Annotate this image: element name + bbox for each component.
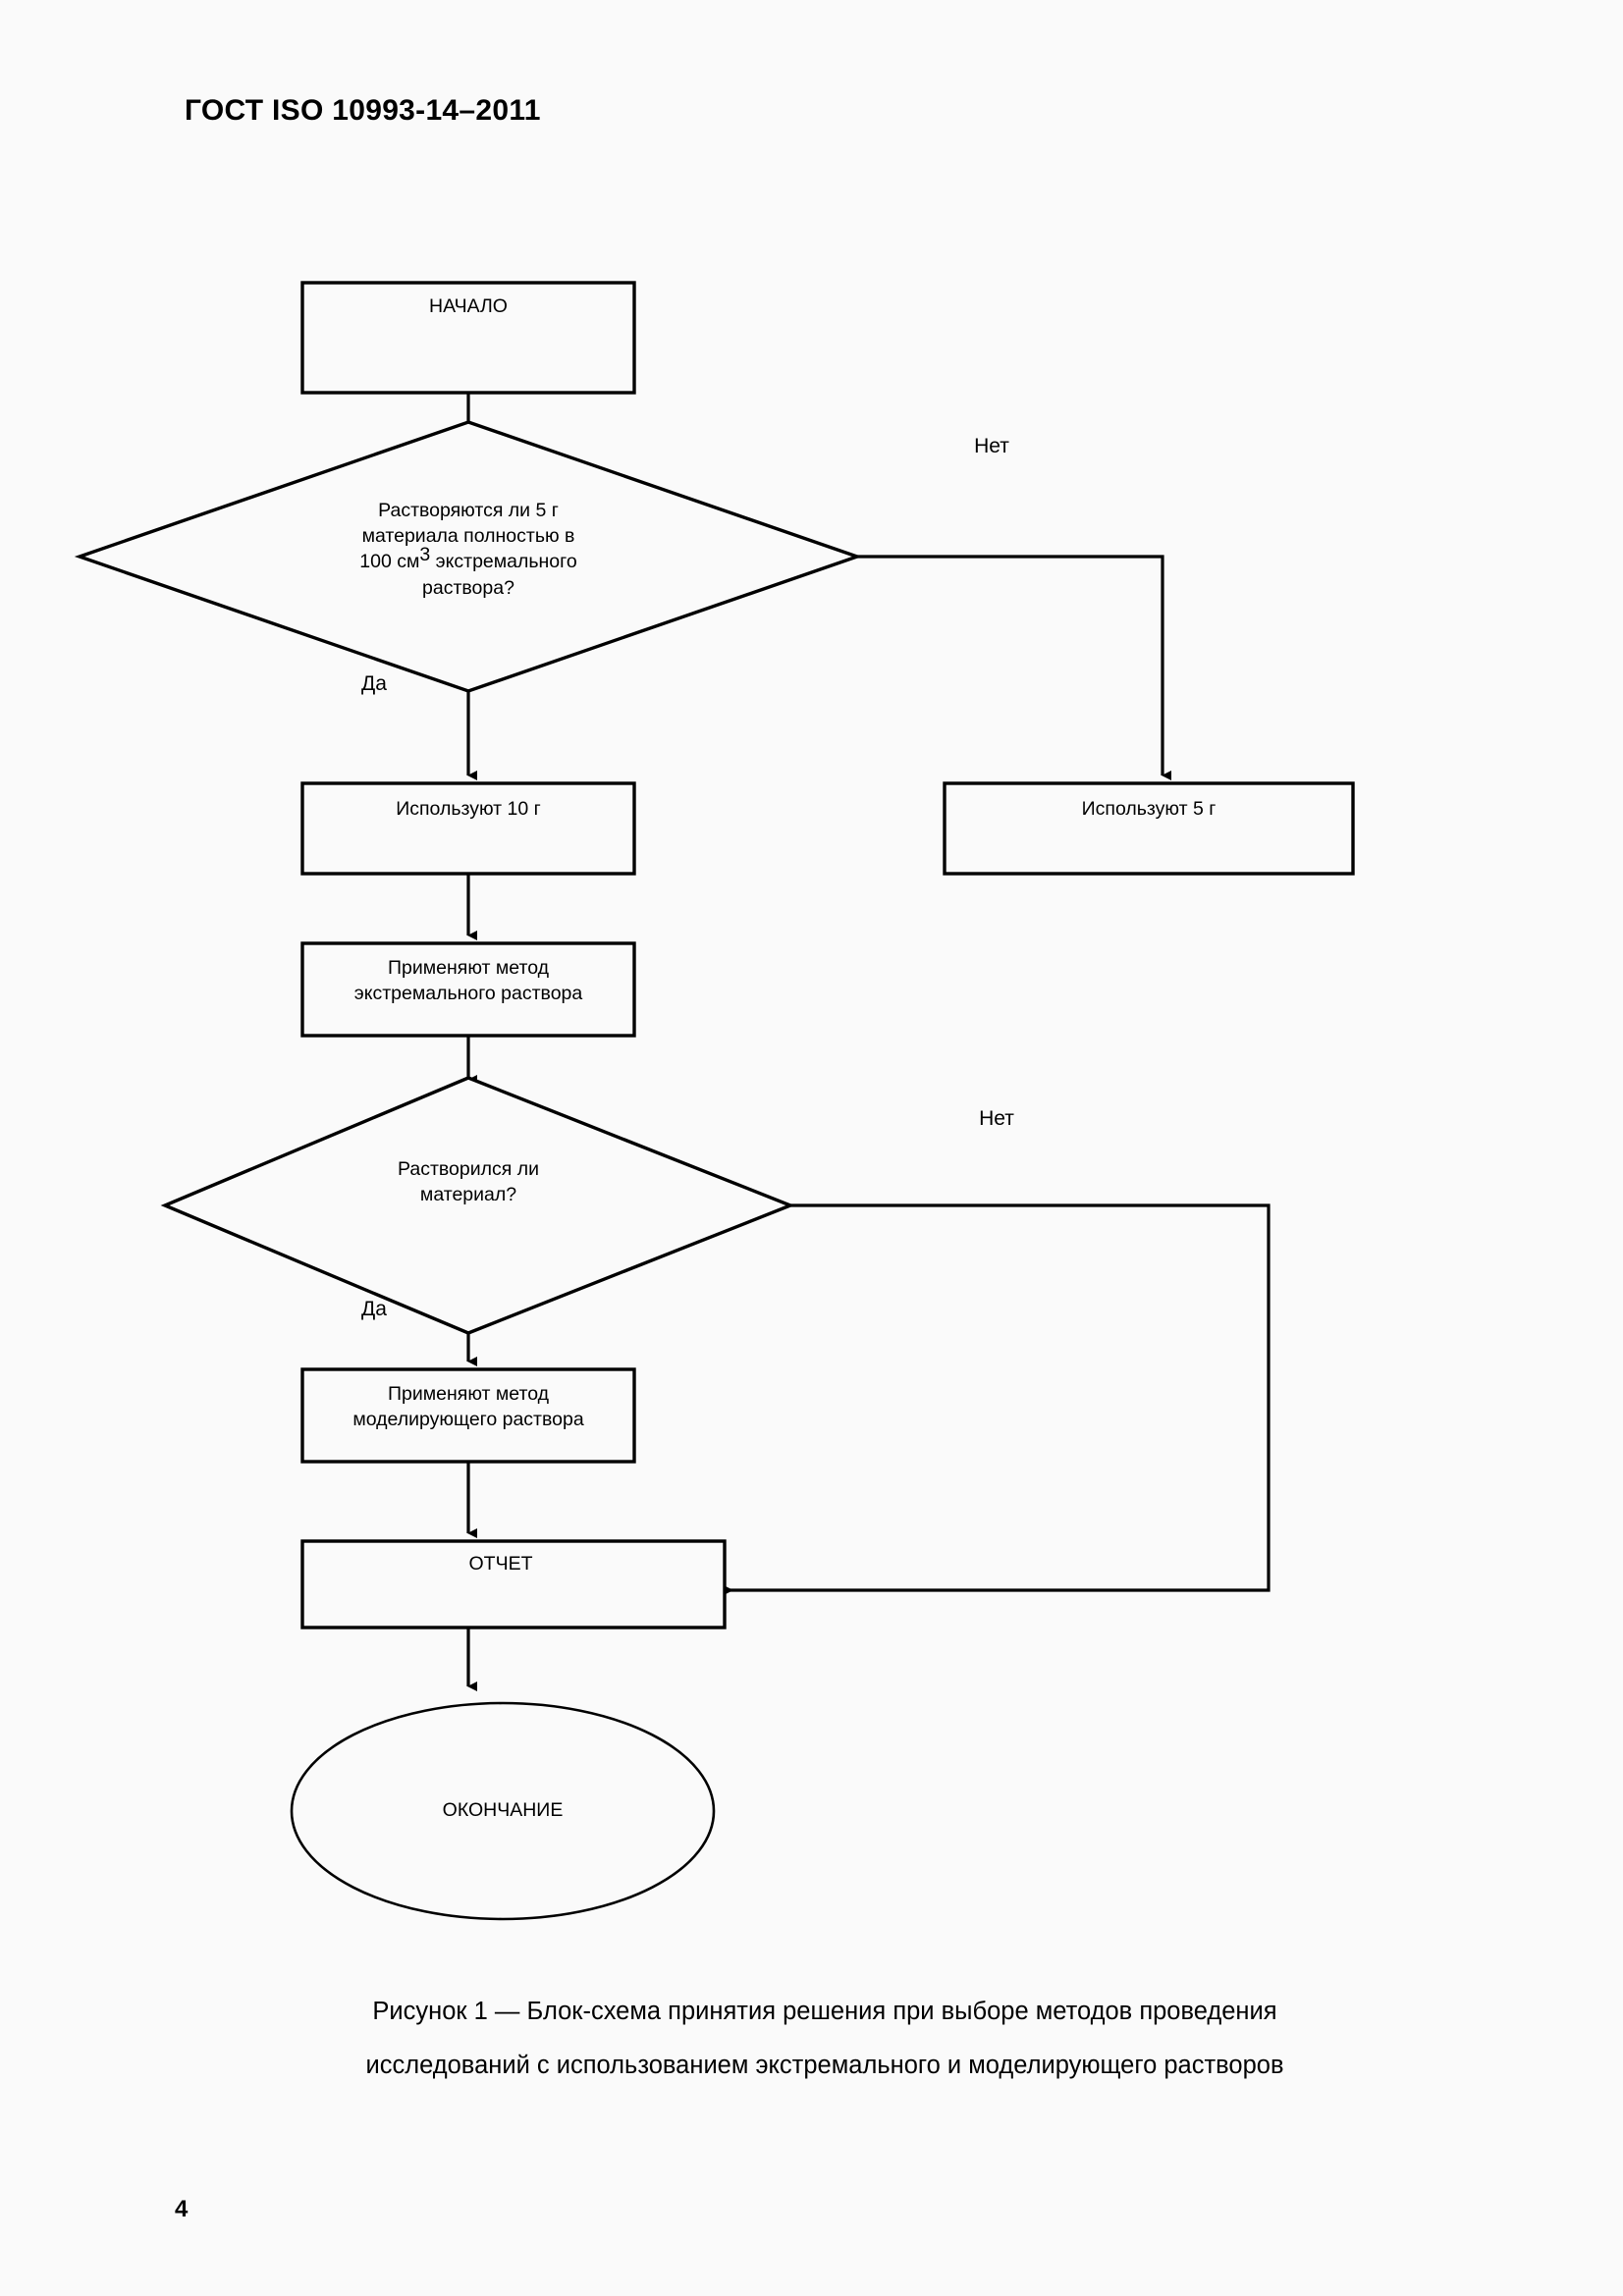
branch-label-yes-1: Да — [361, 672, 387, 695]
node-decision-material-dissolved: Растворился ли материал? — [160, 1076, 795, 1335]
branch-label-no-1: Нет — [974, 435, 1009, 457]
decision1-line1: Растворяются ли 5 г — [378, 500, 559, 521]
node-use-5g: Используют 5 г — [943, 781, 1355, 876]
connector-decision2-no-loop — [724, 1203, 1271, 1595]
start-box-shape — [300, 281, 636, 395]
node-model-solution-method: Применяют метод моделирующего раствора — [300, 1367, 636, 1464]
decision2-line1: Растворился ли — [398, 1158, 539, 1180]
start-label: НАЧАЛО — [429, 295, 508, 317]
figure-flowchart: НАЧАЛО Растворяются ли 5 г материала пол… — [74, 281, 1355, 1921]
decision1-line3-superscript: 3 — [419, 544, 430, 565]
end-label: ОКОНЧАНИЕ — [443, 1799, 564, 1821]
decision1-line4: раствора? — [422, 577, 514, 599]
decision2-line2: материал? — [420, 1184, 516, 1205]
figure-caption: Рисунок 1 — Блок-схема принятия решения … — [187, 1985, 1463, 2093]
extreme-method-line1: Применяют метод — [388, 957, 550, 979]
extreme-method-line2: экстремального раствора — [354, 983, 583, 1004]
model-method-box-shape — [300, 1367, 636, 1464]
page-number: 4 — [175, 2196, 189, 2222]
model-method-line2: моделирующего раствора — [352, 1409, 583, 1430]
use5-label: Используют 5 г — [1082, 798, 1217, 820]
model-method-line1: Применяют метод — [388, 1383, 550, 1405]
extreme-method-box-shape — [300, 941, 636, 1038]
node-report: ОТЧЕТ — [300, 1539, 727, 1629]
node-start: НАЧАЛО — [300, 281, 636, 395]
report-label: ОТЧЕТ — [469, 1553, 533, 1575]
decision1-line2: материала полностью в — [362, 525, 575, 547]
figure-caption-line-2: исследований с использованием экстремаль… — [365, 2052, 1284, 2079]
use10-box-shape — [300, 781, 636, 876]
connector-decision1-no — [857, 555, 1171, 780]
decision1-line3: 100 см3 экстремального — [359, 544, 577, 572]
branch-label-yes-2: Да — [361, 1298, 387, 1320]
decision1-line3-a: 100 см — [359, 551, 419, 572]
node-use-10g: Используют 10 г — [300, 781, 636, 876]
node-decision-dissolves-5g: Растворяются ли 5 г материала полностью … — [74, 420, 863, 693]
report-box-shape — [300, 1539, 727, 1629]
flowchart-canvas: НАЧАЛО Растворяются ли 5 г материала пол… — [74, 281, 1355, 1921]
document-header: ГОСТ ISO 10993-14–2011 — [185, 94, 541, 127]
end-ellipse-shape — [290, 1701, 716, 1921]
figure-caption-line-1: Рисунок 1 — Блок-схема принятия решения … — [372, 1998, 1277, 2025]
decision1-line3-b: экстремального — [430, 551, 577, 572]
node-end: ОКОНЧАНИЕ — [290, 1701, 716, 1921]
use5-box-shape — [943, 781, 1355, 876]
node-extreme-solution-method: Применяют метод экстремального раствора — [300, 941, 636, 1038]
use10-label: Используют 10 г — [396, 798, 541, 820]
branch-label-no-2: Нет — [979, 1107, 1014, 1130]
